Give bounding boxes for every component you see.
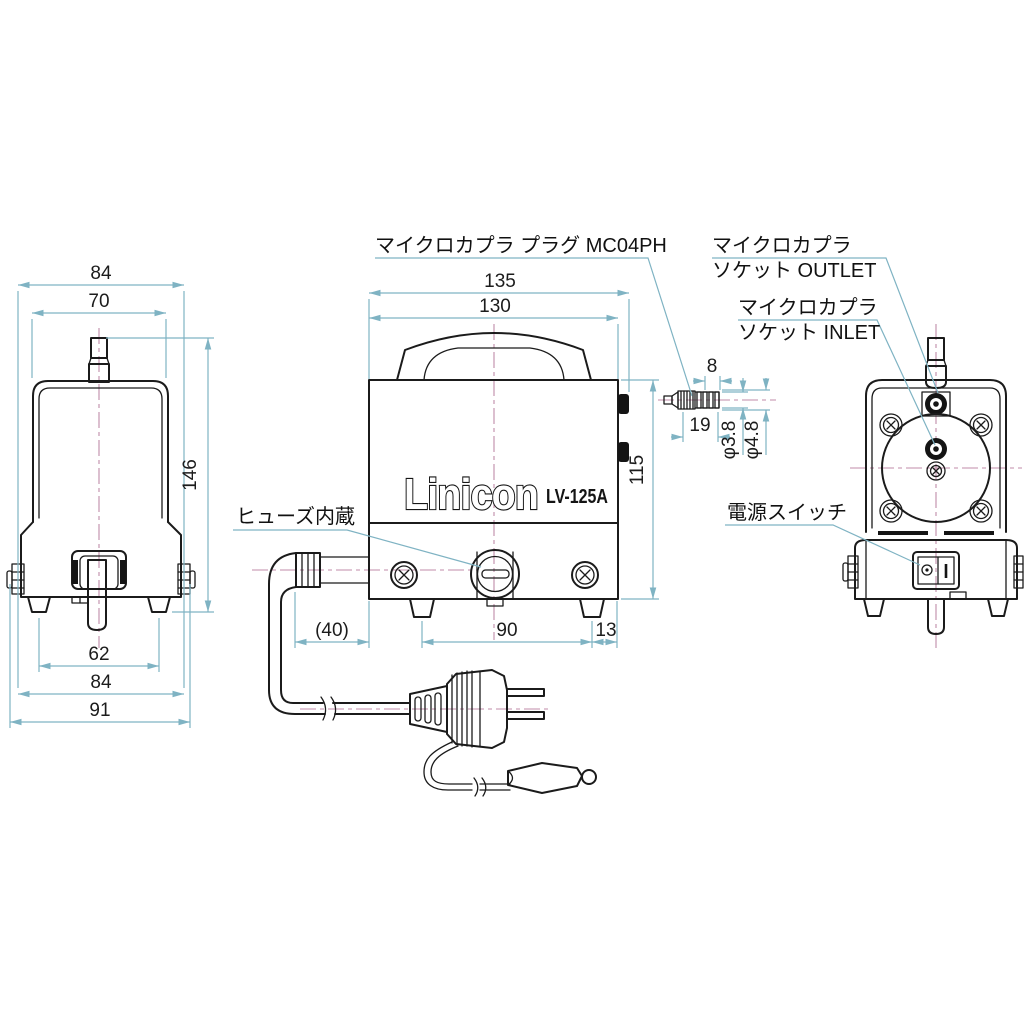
side-mount-block (71, 550, 127, 631)
plug-detail: 8 19 φ3.8 φ4.8 (658, 356, 776, 459)
front-bottom-tab (486, 598, 504, 607)
plug-detail-dimensions: 8 19 φ3.8 φ4.8 (671, 356, 770, 459)
label-coupler-outlet-2: ソケット OUTLET (712, 260, 876, 282)
label-coupler-plug: マイクロカプラ プラグ MC04PH (375, 234, 667, 257)
back-base (854, 531, 1018, 600)
pump-face-circle (881, 413, 991, 523)
back-mount-post (927, 598, 945, 635)
power-cord (268, 552, 597, 797)
dim-front-feet-span: 90 (496, 620, 517, 641)
dim-plug-barb-len: 8 (707, 356, 718, 377)
back-view (842, 324, 1024, 648)
carry-handle (396, 332, 592, 381)
dim-side-height: 146 (180, 459, 201, 491)
fuse-holder (470, 549, 520, 600)
front-screw-left (390, 561, 418, 589)
back-foot-right (987, 598, 1009, 617)
cord-outer (268, 552, 411, 715)
label-power-switch: 電源スイッチ (727, 501, 847, 524)
front-screw-right (571, 561, 599, 589)
side-foot-left (27, 596, 51, 613)
socket-nub-inlet (618, 442, 629, 462)
back-screws (879, 413, 993, 523)
callouts: マイクロカプラ プラグ MC04PH マイクロカプラ ソケット OUTLET マ… (233, 234, 939, 568)
dim-front-right-offset: 13 (595, 620, 616, 641)
center-screw (926, 461, 946, 481)
ground-wire (423, 741, 511, 797)
leader-power-switch (725, 524, 921, 566)
dim-plug-dia-large: φ4.8 (742, 421, 763, 460)
label-coupler-inlet-1: マイクロカプラ (738, 296, 878, 319)
dim-side-feet-span: 62 (88, 644, 109, 665)
dim-plug-total-len: 19 (689, 415, 710, 436)
dim-front-body-width: 130 (479, 296, 511, 317)
label-coupler-inlet-2: ソケット INLET (738, 322, 880, 344)
inlet-socket (925, 438, 947, 460)
dim-plug-dia-small: φ3.8 (719, 421, 740, 460)
mains-plug (409, 669, 545, 749)
side-view-dimensions: 84 70 146 62 84 91 (9, 263, 214, 728)
front-foot-left (409, 598, 435, 618)
leader-fuse (233, 529, 482, 568)
brand-logo: Linicon (404, 470, 538, 519)
side-body (32, 380, 169, 523)
side-view (6, 328, 196, 648)
power-switch-rocker (912, 551, 960, 590)
dim-side-width-top: 84 (90, 263, 112, 284)
outlet-socket (921, 391, 951, 417)
cord-break-mark (320, 696, 337, 721)
socket-nub-outlet (618, 394, 629, 414)
leader-coupler-inlet (738, 319, 936, 446)
leader-coupler-plug (375, 257, 693, 397)
dim-side-total-width: 91 (89, 700, 110, 721)
dim-cord-grip-len: (40) (315, 620, 349, 641)
side-foot-right (147, 596, 171, 613)
dim-front-overall-width: 135 (484, 271, 516, 292)
back-foot-left (863, 598, 885, 617)
front-view-dimensions: 135 130 115 (40) 90 13 (294, 271, 659, 648)
alligator-clip (507, 762, 597, 794)
front-view: Linicon LV-125A (252, 324, 629, 640)
leader-coupler-outlet (712, 257, 939, 394)
cord-strain-relief (295, 552, 370, 588)
side-base (20, 521, 182, 598)
model-label: LV-125A (546, 486, 608, 508)
plug-prong-top (506, 688, 545, 697)
plug-prong-bottom (506, 711, 545, 720)
back-body (865, 379, 1007, 533)
dim-side-base-width: 84 (90, 672, 112, 693)
front-foot-right (579, 598, 605, 618)
dim-front-height: 115 (627, 455, 648, 485)
back-bottom-tab (949, 591, 967, 600)
back-clip-right (1013, 555, 1024, 589)
label-coupler-outlet-1: マイクロカプラ (712, 234, 852, 257)
dim-side-width-inner: 70 (88, 291, 109, 312)
back-clip-left (842, 555, 859, 589)
label-fuse: ヒューズ内蔵 (236, 505, 355, 528)
cord-inner (280, 586, 411, 704)
